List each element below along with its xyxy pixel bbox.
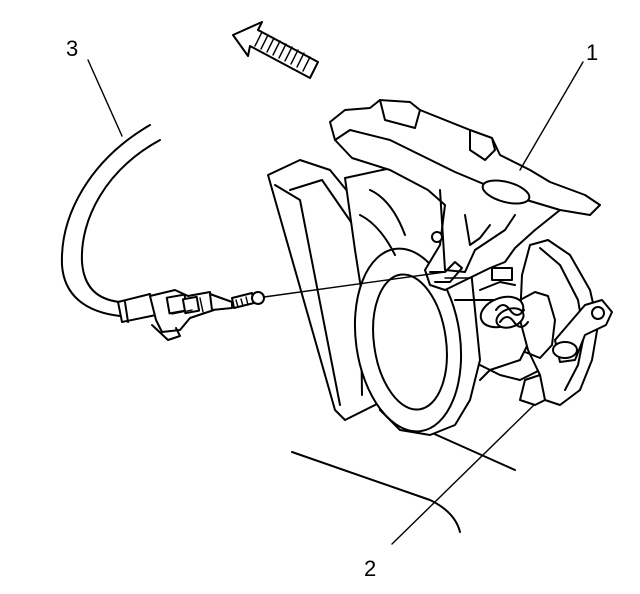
throttle-cable <box>60 124 446 341</box>
engine-surface-lines <box>291 431 516 533</box>
direction-arrow-icon <box>232 21 319 79</box>
callout-label-2: 2 <box>364 556 376 581</box>
callout-label-1: 1 <box>586 40 598 65</box>
throttle-body <box>344 164 541 436</box>
callout-leaders <box>87 59 584 545</box>
callout-label-3: 3 <box>66 36 78 61</box>
cable-bracket <box>329 99 601 291</box>
throttle-lever <box>479 239 613 406</box>
